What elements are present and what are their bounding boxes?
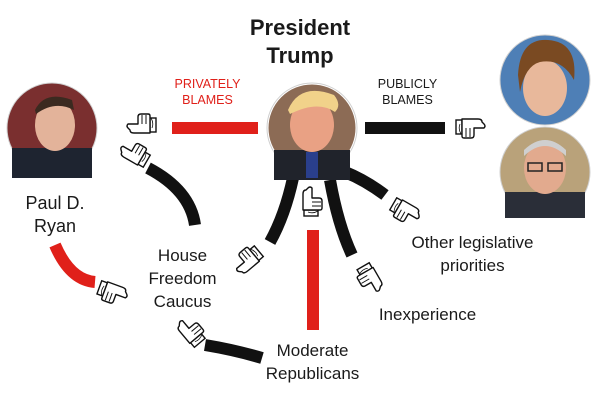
- moderate-line1: Moderate: [276, 341, 349, 360]
- other-line2: priorities: [440, 255, 505, 275]
- freedom-caucus-label: House Freedom Caucus: [135, 245, 230, 314]
- connector-private-ryan: [126, 113, 258, 134]
- other-line1: Other legislative: [411, 233, 534, 252]
- freedom-line1: House: [157, 246, 208, 265]
- trump-photo: [265, 81, 359, 180]
- freedom-line3: Caucus: [153, 291, 212, 311]
- privately-line2: BLAMES: [182, 93, 233, 108]
- privately-line1: PRIVATELY: [174, 77, 241, 91]
- moderate-line2: Republicans: [265, 363, 360, 383]
- connector-left-down: [228, 176, 299, 277]
- connector-moderate-red: [302, 186, 323, 330]
- connector-other-priorities: [342, 166, 424, 229]
- pelosi-photo: [499, 34, 591, 126]
- moderate-republicans-label: Moderate Republicans: [255, 340, 370, 386]
- schumer-photo: [499, 126, 591, 218]
- connector-freedom-caucus: [116, 136, 201, 227]
- freedom-line2: Freedom: [148, 268, 217, 288]
- ryan-line1: Paul D.: [25, 193, 85, 213]
- connector-moderate-to-freedom: [174, 312, 264, 364]
- title-line2: Trump: [266, 42, 334, 68]
- publicly-line1: PUBLICLY: [377, 77, 438, 91]
- ryan-photo: [6, 82, 98, 178]
- title: President Trump: [215, 14, 385, 69]
- connector-inexperience: [324, 178, 386, 298]
- other-priorities-label: Other legislative priorities: [395, 232, 550, 278]
- title-line1: President: [249, 15, 351, 40]
- ryan-label: Paul D. Ryan: [10, 192, 100, 239]
- privately-blames-label: PRIVATELY BLAMES: [160, 76, 255, 109]
- connector-public-pelosi-schumer: [365, 118, 486, 139]
- publicly-blames-label: PUBLICLY BLAMES: [360, 76, 455, 109]
- inexperience-label: Inexperience: [378, 305, 477, 324]
- publicly-line2: BLAMES: [382, 93, 433, 108]
- ryan-line2: Ryan: [33, 216, 77, 237]
- connector-ryan-red: [49, 242, 131, 309]
